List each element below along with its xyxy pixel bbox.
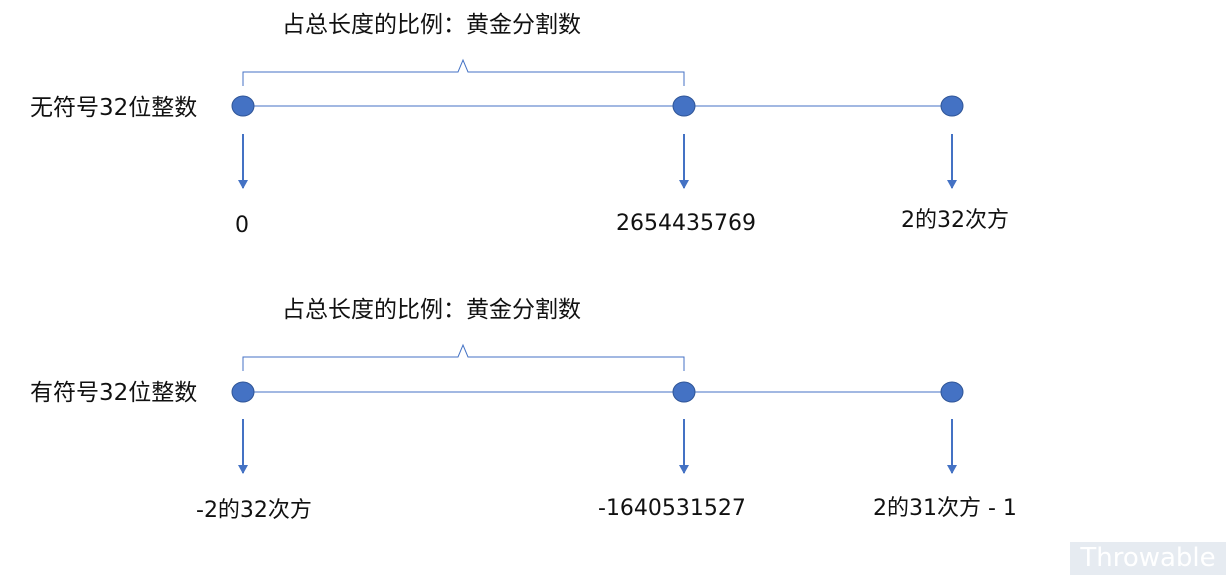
arrow-head (947, 465, 957, 474)
value-label-start: -2的32次方 (196, 498, 312, 523)
bracket-label: 占总长度的比例：黄金分割数 (282, 297, 581, 323)
number-line-graphic (231, 343, 964, 474)
value-label-end: 2的32次方 (901, 208, 1009, 233)
start-point (231, 381, 255, 403)
row-label: 有符号32位整数 (30, 380, 198, 406)
golden-ratio-point (672, 381, 696, 403)
arrow-head (238, 180, 248, 189)
value-label-start: 0 (235, 213, 249, 238)
start-point (231, 95, 255, 117)
value-label-golden: 2654435769 (616, 211, 756, 236)
end-point (940, 381, 964, 403)
arrow-head (947, 180, 957, 189)
bracket-label: 占总长度的比例：黄金分割数 (282, 12, 581, 38)
value-label-end: 2的31次方 - 1 (873, 496, 1017, 521)
golden-ratio-point (672, 95, 696, 117)
watermark: Throwable (1070, 542, 1226, 575)
brace (242, 58, 685, 86)
number-line-graphic (231, 58, 964, 189)
arrow-head (679, 180, 689, 189)
signed-diagram: 占总长度的比例：黄金分割数 有符号32位整数 -2的32次方 -16405315… (0, 285, 1226, 570)
arrow-head (679, 465, 689, 474)
arrow-head (238, 465, 248, 474)
end-point (940, 95, 964, 117)
unsigned-diagram: 占总长度的比例：黄金分割数 无符号32位整数 0 2654435769 2的32… (0, 0, 1226, 285)
row-label: 无符号32位整数 (30, 95, 198, 121)
value-label-golden: -1640531527 (598, 496, 746, 521)
brace (242, 343, 685, 371)
